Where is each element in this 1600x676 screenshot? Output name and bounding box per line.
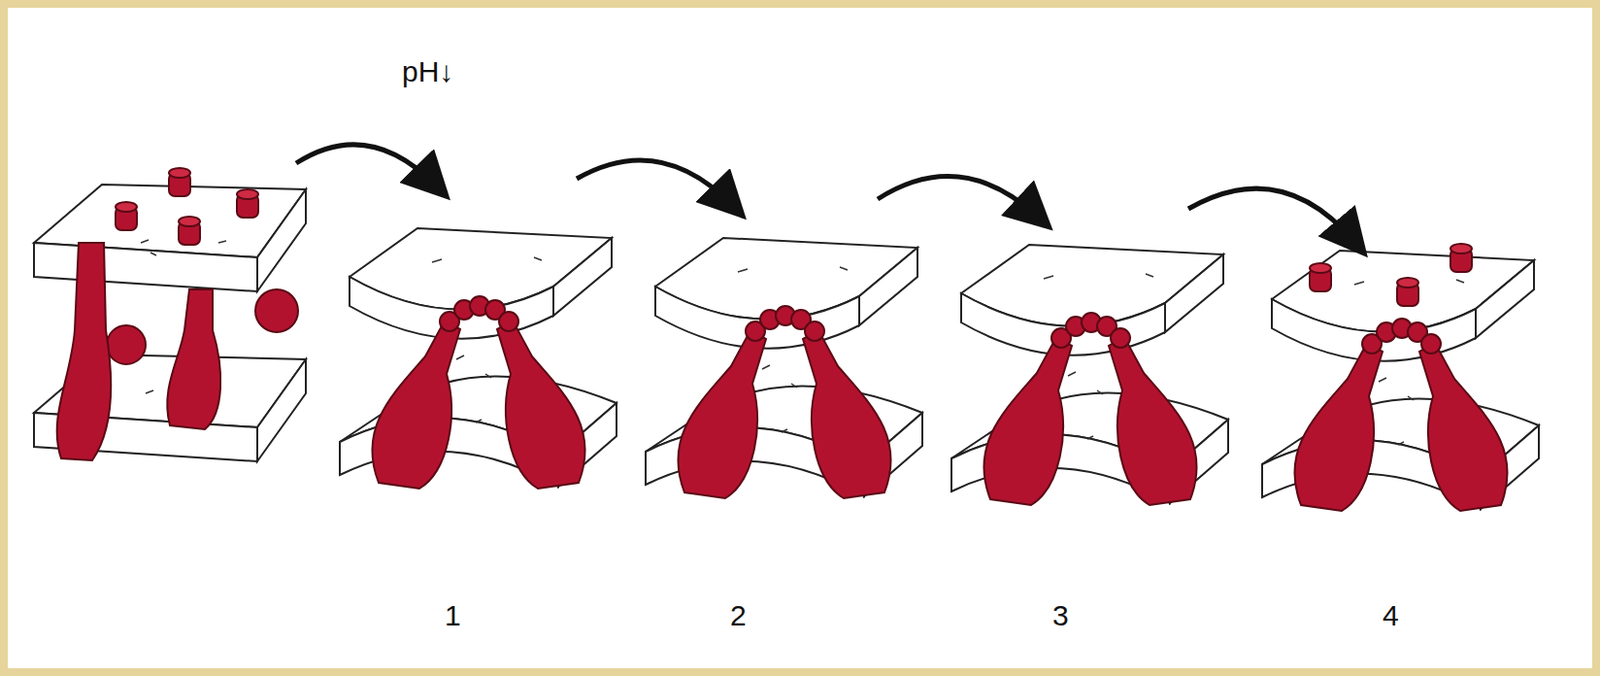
condition-label: pH↓ bbox=[401, 57, 454, 87]
step-number: 1 bbox=[444, 600, 462, 631]
step-number: 2 bbox=[730, 600, 747, 631]
step-number: 4 bbox=[1382, 600, 1400, 631]
step-number: 3 bbox=[1052, 600, 1069, 631]
